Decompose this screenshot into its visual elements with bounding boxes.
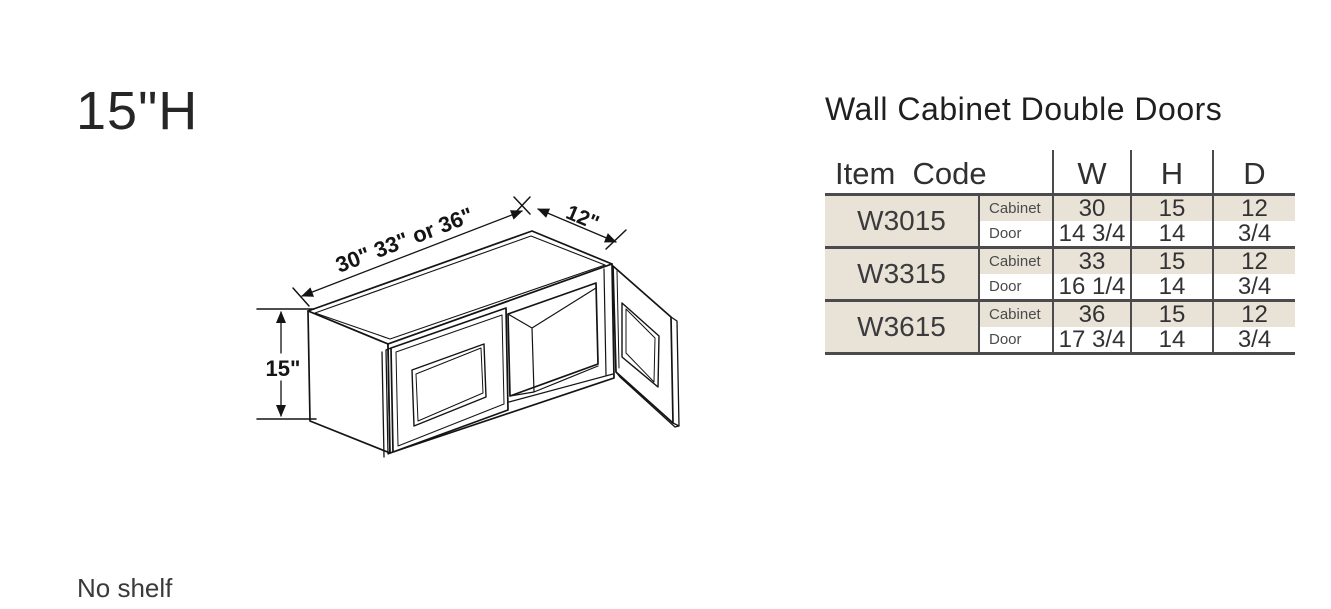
depth-dimension-label: 12" xyxy=(563,201,603,235)
subrow-label-cabinet: Cabinet xyxy=(978,302,1052,327)
value-cabinet-h: 15 xyxy=(1130,249,1212,274)
value-door-w: 16 1/4 xyxy=(1052,274,1130,299)
subrow-label-cabinet: Cabinet xyxy=(978,196,1052,221)
value-door-h: 14 xyxy=(1130,274,1212,299)
open-door-edge-thickness xyxy=(615,316,680,428)
value-cabinet-d: 12 xyxy=(1212,302,1295,327)
size-heading: 15"H xyxy=(76,81,199,141)
subrow-label-door: Door xyxy=(978,274,1052,299)
closed-door-inner-outline xyxy=(395,314,505,447)
cabinet-subrow: Cabinet 36 15 12 xyxy=(978,302,1295,327)
table-row-group-w3315: W3315 Cabinet 33 15 12 Door 16 1/4 14 3/… xyxy=(825,249,1295,302)
front-right-stile-line xyxy=(603,268,607,376)
width-dimension-ticks xyxy=(292,196,531,307)
value-door-w: 17 3/4 xyxy=(1052,327,1130,352)
item-code: W3315 xyxy=(825,249,978,299)
depth-dimension-tick xyxy=(605,229,627,250)
subrows: Cabinet 33 15 12 Door 16 1/4 14 3/4 xyxy=(978,249,1295,299)
cabinet-subrow: Cabinet 30 15 12 xyxy=(978,196,1295,221)
height-dimension-ticks xyxy=(256,308,317,420)
height-dimension-label: 15" xyxy=(266,356,301,381)
value-cabinet-w: 30 xyxy=(1052,196,1130,221)
col-header-item-code: Item Code xyxy=(835,156,987,191)
item-code: W3015 xyxy=(825,196,978,246)
col-header-d: D xyxy=(1212,150,1295,193)
subrow-label-door: Door xyxy=(978,221,1052,246)
value-door-h: 14 xyxy=(1130,327,1212,352)
closed-door-panel-inner xyxy=(415,347,484,422)
door-subrow: Door 16 1/4 14 3/4 xyxy=(978,274,1295,299)
col-header-w: W xyxy=(1052,150,1130,193)
value-cabinet-d: 12 xyxy=(1212,249,1295,274)
table-header-row: Item Code W H D xyxy=(825,150,1295,196)
cabinet-opening xyxy=(507,282,599,397)
open-door-panel xyxy=(621,302,660,388)
col-header-h: H xyxy=(1130,150,1212,193)
width-dimension-line xyxy=(301,210,523,297)
value-cabinet-w: 33 xyxy=(1052,249,1130,274)
cabinet-interior-lines xyxy=(507,287,599,397)
depth-dimension-line xyxy=(537,208,617,243)
door-subrow: Door 14 3/4 14 3/4 xyxy=(978,221,1295,246)
value-door-d: 3/4 xyxy=(1212,221,1295,246)
door-subrow: Door 17 3/4 14 3/4 xyxy=(978,327,1295,352)
value-door-d: 3/4 xyxy=(1212,327,1295,352)
item-code: W3615 xyxy=(825,302,978,352)
table-row-group-w3615: W3615 Cabinet 36 15 12 Door 17 3/4 14 3/… xyxy=(825,302,1295,355)
table-row-group-w3015: W3015 Cabinet 30 15 12 Door 14 3/4 14 3/… xyxy=(825,196,1295,249)
closed-door-edge-thickness xyxy=(381,347,394,458)
value-cabinet-h: 15 xyxy=(1130,196,1212,221)
value-door-w: 14 3/4 xyxy=(1052,221,1130,246)
open-door-hinge-edge xyxy=(616,270,620,369)
spec-table: Item Code W H D W3015 Cabinet 30 15 12 D… xyxy=(825,150,1295,355)
value-cabinet-w: 36 xyxy=(1052,302,1130,327)
subrows: Cabinet 36 15 12 Door 17 3/4 14 3/4 xyxy=(978,302,1295,352)
shelf-note: No shelf xyxy=(77,573,173,603)
subrows: Cabinet 30 15 12 Door 14 3/4 14 3/4 xyxy=(978,196,1295,246)
page-title: Wall Cabinet Double Doors xyxy=(825,91,1223,127)
value-cabinet-h: 15 xyxy=(1130,302,1212,327)
subrow-label-door: Door xyxy=(978,327,1052,352)
value-door-d: 3/4 xyxy=(1212,274,1295,299)
subrow-label-cabinet: Cabinet xyxy=(978,249,1052,274)
cabinet-drawing: 30" 33" or 36" 12" 15" xyxy=(256,196,680,458)
value-cabinet-d: 12 xyxy=(1212,196,1295,221)
bottom-rail-line xyxy=(508,373,614,403)
value-door-h: 14 xyxy=(1130,221,1212,246)
cabinet-subrow: Cabinet 33 15 12 xyxy=(978,249,1295,274)
closed-door-panel xyxy=(411,343,487,427)
open-door-panel-inner xyxy=(625,308,656,383)
